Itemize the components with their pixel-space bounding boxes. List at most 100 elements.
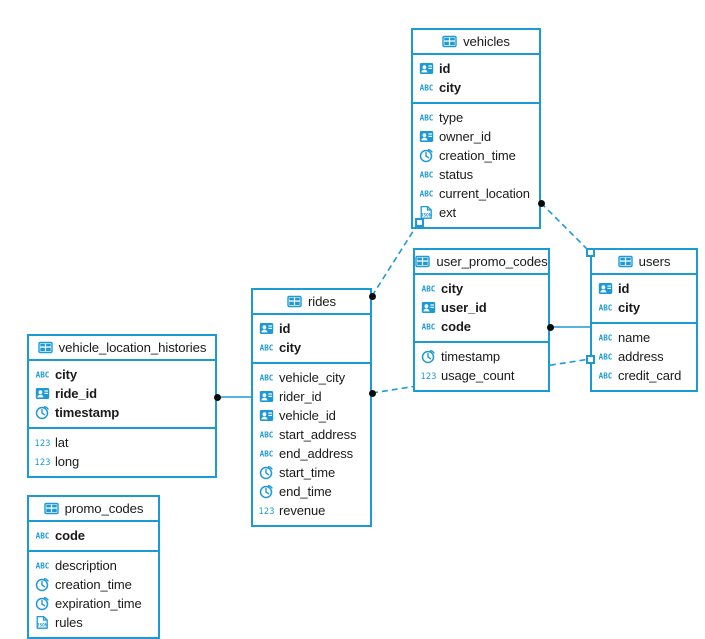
field-row[interactable]: vehicle_id — [253, 406, 370, 425]
abc-text-icon: ABC — [259, 370, 274, 385]
svg-text:ABC: ABC — [599, 304, 613, 313]
edge-dot-marker-rel-vehicles-users-from — [537, 199, 545, 207]
table-grid-icon — [37, 340, 53, 355]
field-row[interactable]: creation_time — [29, 575, 158, 594]
clock-icon — [35, 405, 50, 420]
edge-dot-marker-rel-upc-users-from — [546, 323, 554, 331]
table-header-users[interactable]: users — [592, 250, 696, 275]
field-name: end_address — [279, 446, 354, 461]
abc-text-icon: ABC — [419, 167, 434, 182]
abc-text-icon: ABC — [419, 186, 434, 201]
svg-text:ABC: ABC — [260, 450, 274, 459]
field-row[interactable]: timestamp — [29, 403, 215, 422]
table-title: vehicles — [463, 34, 510, 49]
field-name: user_id — [441, 300, 487, 315]
abc-text-icon: ABC — [259, 340, 274, 355]
field-name: description — [55, 558, 117, 573]
field-name: current_location — [439, 186, 530, 201]
field-name: timestamp — [55, 405, 120, 420]
abc-text-icon: ABC — [35, 367, 50, 382]
relationship-line-rel-rides-vehicles[interactable] — [371, 221, 420, 297]
abc-text-icon: ABC — [598, 330, 613, 345]
field-name: creation_time — [439, 148, 516, 163]
field-row[interactable]: ABC end_address — [253, 444, 370, 463]
field-row[interactable]: ride_id — [29, 384, 215, 403]
svg-text:123: 123 — [421, 371, 436, 381]
id-card-icon — [259, 408, 274, 423]
field-row[interactable]: ABC code — [415, 317, 548, 336]
table-header-vehicle_location_histories[interactable]: vehicle_location_histories — [29, 336, 215, 361]
field-name: rider_id — [279, 389, 322, 404]
clock-icon — [259, 484, 274, 499]
field-name: name — [618, 330, 651, 345]
field-row[interactable]: creation_time — [413, 146, 539, 165]
svg-text:ABC: ABC — [420, 171, 434, 180]
field-row[interactable]: id — [413, 59, 539, 78]
field-name: city — [439, 80, 462, 95]
clock-icon — [35, 596, 50, 611]
relationship-line-rel-vehicles-users[interactable] — [540, 202, 591, 253]
field-name: code — [441, 319, 471, 334]
table-header-vehicles[interactable]: vehicles — [413, 30, 539, 55]
field-row[interactable]: ABC name — [592, 328, 696, 347]
field-row[interactable]: id — [253, 319, 370, 338]
field-name: revenue — [279, 503, 326, 518]
field-row[interactable]: user_id — [415, 298, 548, 317]
field-name: id — [618, 281, 630, 296]
json-document-icon: JSON — [419, 205, 434, 220]
id-card-icon — [259, 321, 274, 336]
table-header-rides[interactable]: rides — [253, 290, 370, 315]
id-card-icon — [259, 389, 274, 404]
field-row[interactable]: expiration_time — [29, 594, 158, 613]
edge-square-marker-rel-rides-users-to — [585, 354, 595, 364]
field-row[interactable]: id — [592, 279, 696, 298]
table-grid-icon — [415, 254, 431, 269]
svg-text:ABC: ABC — [260, 344, 274, 353]
table-header-promo_codes[interactable]: promo_codes — [29, 497, 158, 522]
svg-text:ABC: ABC — [422, 323, 436, 332]
field-name: credit_card — [618, 368, 682, 383]
field-row[interactable]: timestamp — [415, 347, 548, 366]
field-name: start_address — [279, 427, 357, 442]
field-row[interactable]: owner_id — [413, 127, 539, 146]
id-card-icon — [35, 386, 50, 401]
field-row[interactable]: ABC current_location — [413, 184, 539, 203]
field-row[interactable]: start_time — [253, 463, 370, 482]
table-header-user_promo_codes[interactable]: user_promo_codes — [415, 250, 548, 275]
field-name: status — [439, 167, 474, 182]
edge-square-marker-rel-rides-vehicles-to — [414, 217, 424, 227]
id-card-icon — [598, 281, 613, 296]
field-row[interactable]: ABC status — [413, 165, 539, 184]
field-row[interactable]: end_time — [253, 482, 370, 501]
field-row[interactable]: rider_id — [253, 387, 370, 406]
